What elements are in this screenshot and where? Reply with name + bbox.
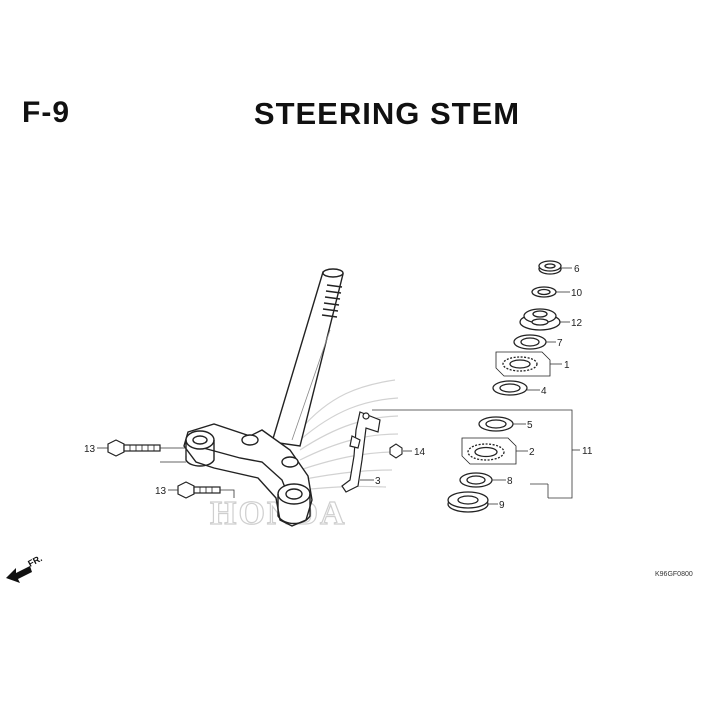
race-part-5	[478, 416, 514, 432]
drawing-code: K96GF0800	[655, 571, 693, 578]
ball-retainer-part-2	[467, 443, 505, 461]
bolt-part-14	[389, 443, 403, 459]
callout-4: 4	[541, 386, 547, 397]
callout-3: 3	[375, 476, 381, 487]
part-1-box	[495, 351, 551, 377]
callout-13-lower: 13	[155, 486, 167, 497]
lock-nut-part-6	[538, 260, 562, 275]
callout-9: 9	[499, 500, 505, 511]
dust-seal-part-9	[447, 491, 489, 513]
callout-13-upper: 13	[84, 444, 96, 455]
race-part-4	[492, 380, 528, 396]
callout-1: 1	[564, 360, 570, 371]
bracket-part-3	[341, 411, 381, 493]
honda-wing-watermark	[299, 379, 399, 491]
ball-retainer-part-1	[502, 356, 538, 372]
washer-part-10	[531, 286, 557, 298]
callout-7: 7	[557, 338, 563, 349]
callout-2: 2	[529, 447, 535, 458]
cone-nut-part-12	[519, 308, 561, 331]
callout-11: 11	[582, 446, 593, 457]
callout-14: 14	[414, 447, 426, 458]
race-part-7	[513, 334, 547, 350]
callout-8: 8	[507, 476, 513, 487]
page-code: F-9	[22, 96, 70, 129]
front-direction-label: FR.	[26, 553, 43, 569]
race-part-8	[459, 472, 493, 488]
callout-5: 5	[527, 420, 533, 431]
leader-lines	[97, 267, 580, 505]
front-direction-arrow-icon	[6, 566, 32, 583]
bolt-13-upper	[107, 439, 161, 457]
page-title: STEERING STEM	[253, 96, 521, 131]
bearing-stack	[447, 260, 562, 513]
steering-stem-part	[183, 268, 344, 527]
callout-10: 10	[571, 288, 583, 299]
part-2-box	[461, 437, 517, 465]
callout-12: 12	[571, 318, 583, 329]
callout-6: 6	[574, 264, 580, 275]
